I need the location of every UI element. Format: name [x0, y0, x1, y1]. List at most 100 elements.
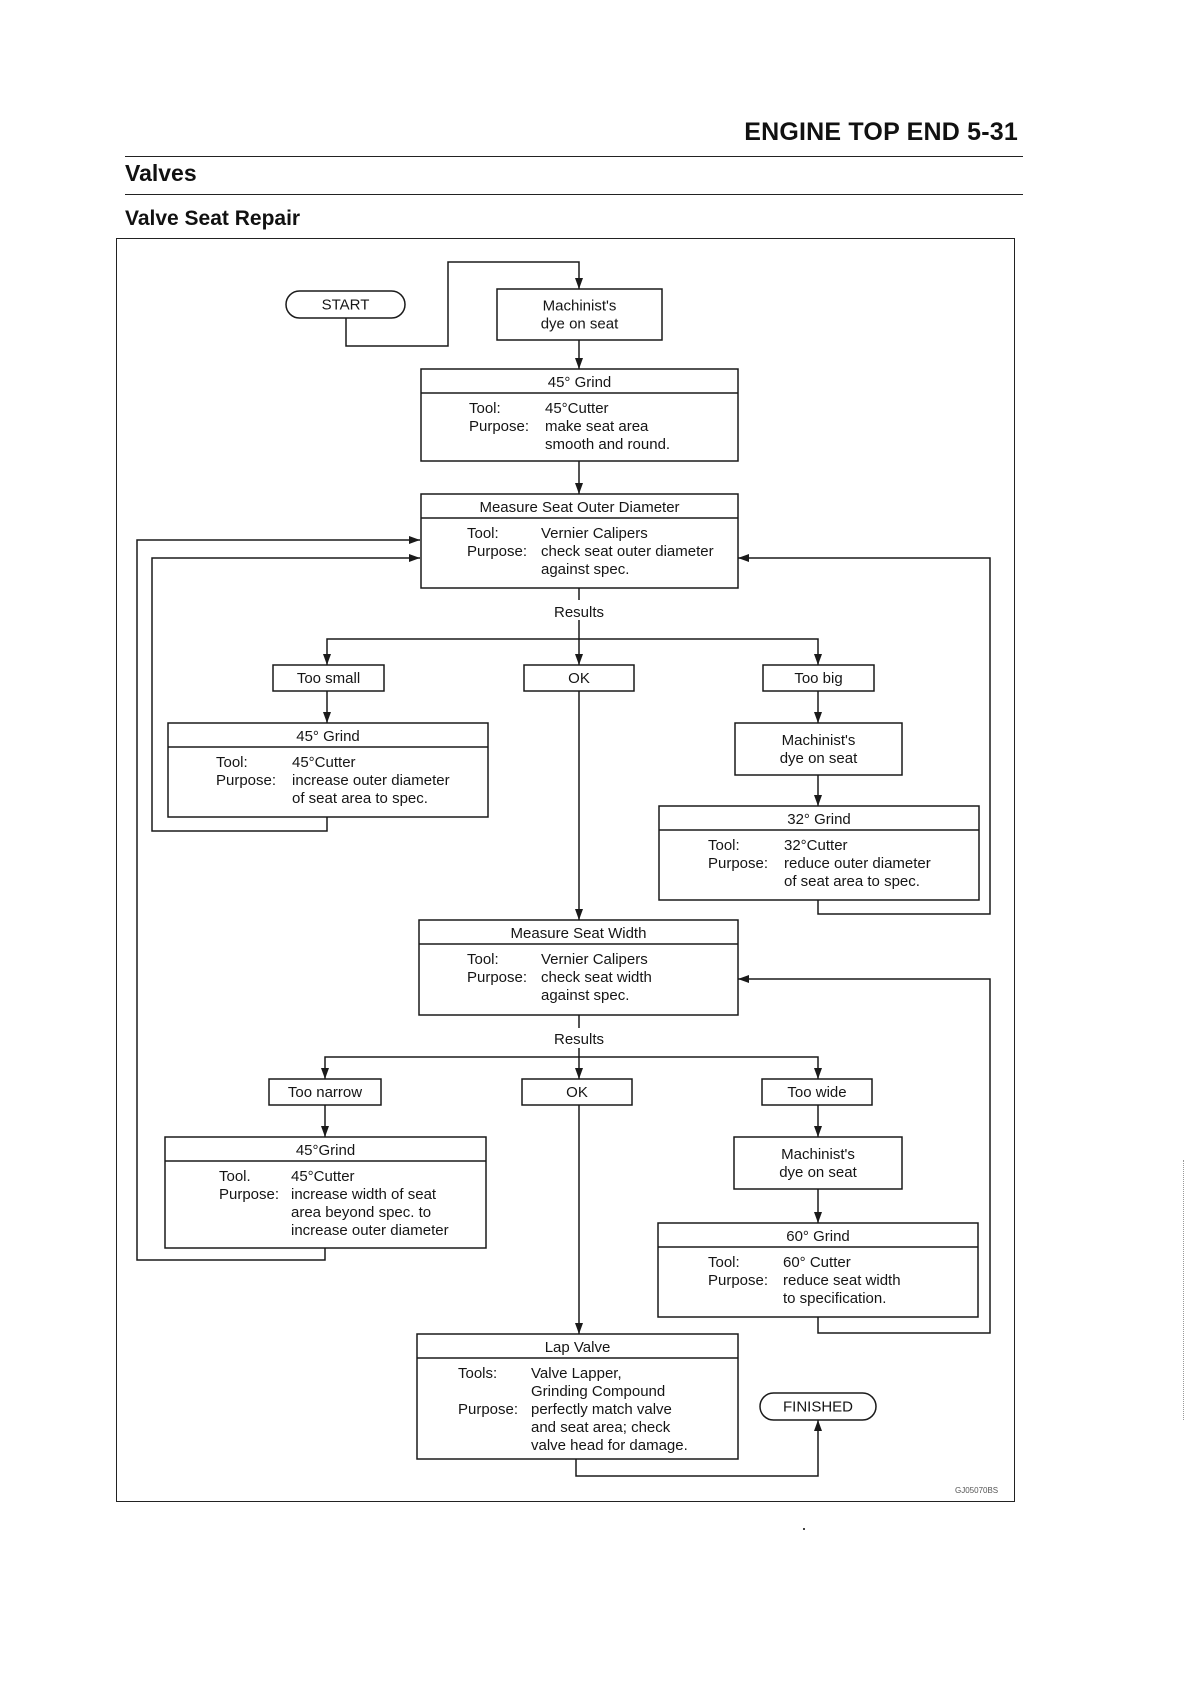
connector-grind45b-loop: [151, 557, 420, 832]
arrow-to-ok1: [575, 654, 583, 665]
arrow-to-grind45b: [323, 712, 331, 723]
too-wide-box-text: Too wide: [787, 1084, 846, 1101]
lap-valve-box-label: Purpose:: [458, 1401, 518, 1418]
lap-valve-box-label: Tools:: [458, 1365, 497, 1382]
too-small-box-frame: [272, 664, 385, 692]
measure-outer-diameter-box-label: Purpose:: [467, 543, 527, 560]
arrow-to-grind60: [814, 1212, 822, 1223]
dye-box-1-frame: [496, 288, 663, 341]
lap-valve-box-value: Valve Lapper,: [531, 1365, 622, 1382]
grind-45-box-3-frame: [164, 1136, 487, 1249]
results-label-2: Results: [554, 1031, 604, 1048]
grind-45-box-3-value: 45°Cutter: [291, 1168, 355, 1185]
grind-45-box-2-frame: [167, 722, 489, 818]
lap-valve-box-frame: [416, 1333, 739, 1460]
grind-60-box-title: 60° Grind: [786, 1228, 850, 1245]
dye-box-2-text: Machinist's: [782, 732, 856, 749]
grind-60-box-frame: [657, 1222, 979, 1318]
header-rule: [125, 156, 1023, 157]
start-terminal-frame: [285, 290, 406, 319]
page-title: ENGINE TOP END 5-31: [744, 118, 1018, 146]
too-big-box-frame: [762, 664, 875, 692]
figure-code: GJ05070BS: [955, 1486, 999, 1495]
grind-32-box-frame: [658, 805, 980, 901]
grind-60-box-value: 60° Cutter: [783, 1254, 851, 1271]
dye-box-3-text: dye on seat: [779, 1164, 857, 1181]
measure-seat-width-box-label: Purpose:: [467, 969, 527, 986]
too-narrow-box-text: Too narrow: [288, 1084, 362, 1101]
too-wide-box: Too wide: [761, 1078, 873, 1106]
finished-terminal-frame: [759, 1392, 877, 1421]
too-wide-box-frame: [761, 1078, 873, 1106]
connector-grind60-loop: [738, 978, 991, 1334]
finished-terminal-text: FINISHED: [783, 1399, 853, 1416]
ok-box-1-frame: [523, 664, 635, 692]
finished-terminal: FINISHED: [759, 1392, 877, 1421]
too-narrow-box: Too narrow: [268, 1078, 382, 1106]
grind-45-box-1-title: 45° Grind: [548, 374, 612, 391]
scan-edge-marks: [1183, 1160, 1188, 1420]
measure-outer-diameter-box-frame: [420, 493, 739, 589]
results-label-1: Results: [554, 604, 604, 621]
diagram-frame: [116, 238, 1015, 1502]
measure-seat-width-box-value: Vernier Calipers: [541, 951, 648, 968]
too-narrow-box-frame: [268, 1078, 382, 1106]
measure-seat-width-box-value: check seat width: [541, 969, 652, 986]
connector-start-to-dye: [345, 261, 580, 347]
dye-box-2-text: dye on seat: [780, 750, 858, 767]
arrow-to-finished: [814, 1420, 822, 1431]
dye-box-1-text: dye on seat: [541, 316, 619, 333]
arrow-to-measure-w: [575, 909, 583, 920]
start-terminal-text: START: [322, 297, 370, 314]
arrow-to-grind32: [814, 795, 822, 806]
connector-lap-to-finished: [575, 1420, 819, 1477]
grind-45-box-3-label: Tool.: [219, 1168, 251, 1185]
lap-valve-box-value: perfectly match valve: [531, 1401, 672, 1418]
grind-60-box-value: reduce seat width: [783, 1272, 901, 1289]
grind-32-box-label: Tool:: [708, 837, 740, 854]
grind-45-box-1-label: Tool:: [469, 400, 501, 417]
arrow-to-ok2: [575, 1068, 583, 1079]
grind-45-box-1-value: 45°Cutter: [545, 400, 609, 417]
arrow-to-too-big: [814, 654, 822, 665]
arrow-to-grind45c: [321, 1126, 329, 1137]
lap-valve-box-value: valve head for damage.: [531, 1437, 688, 1454]
grind-45-box-3-value: area beyond spec. to: [291, 1204, 431, 1221]
arrow-loop-grind45c: [409, 536, 420, 544]
measure-seat-width-box-frame: [418, 919, 739, 1016]
grind-32-box-value: of seat area to spec.: [784, 873, 920, 890]
measure-outer-diameter-box-value: Vernier Calipers: [541, 525, 648, 542]
dye-box-3-text: Machinist's: [781, 1146, 855, 1163]
grind-32-box-label: Purpose:: [708, 855, 768, 872]
grind-32-box-value: 32°Cutter: [784, 837, 848, 854]
ok-box-2-text: OK: [566, 1084, 588, 1101]
arrow-to-dye2: [814, 712, 822, 723]
dye-box-3-frame: [733, 1136, 903, 1190]
grind-45-box-2-value: 45°Cutter: [292, 754, 356, 771]
arrow-to-grind45: [575, 358, 583, 369]
grind-45-box-2-value: of seat area to spec.: [292, 790, 428, 807]
arrow-to-lap: [575, 1323, 583, 1334]
measure-outer-diameter-box-label: Tool:: [467, 525, 499, 542]
ok-box-1: OK: [523, 664, 635, 692]
ok-box-1-text: OK: [568, 670, 590, 687]
grind-45-box-2-value: increase outer diameter: [292, 772, 450, 789]
grind-45-box-3-label: Purpose:: [219, 1186, 279, 1203]
measure-outer-diameter-box: Measure Seat Outer DiameterTool:Vernier …: [420, 493, 739, 589]
arrow-to-too-narrow: [321, 1068, 329, 1079]
arrow-to-dye: [575, 278, 583, 289]
grind-45-box-2: 45° GrindTool:45°CutterPurpose:increase …: [167, 722, 489, 818]
grind-45-box-3-value: increase outer diameter: [291, 1222, 449, 1239]
connector-results2-branch: [324, 1056, 819, 1079]
measure-seat-width-box-label: Tool:: [467, 951, 499, 968]
grind-45-box-1-label: Purpose:: [469, 418, 529, 435]
grind-45-box-1-value: make seat area: [545, 418, 649, 435]
grind-60-box-label: Purpose:: [708, 1272, 768, 1289]
